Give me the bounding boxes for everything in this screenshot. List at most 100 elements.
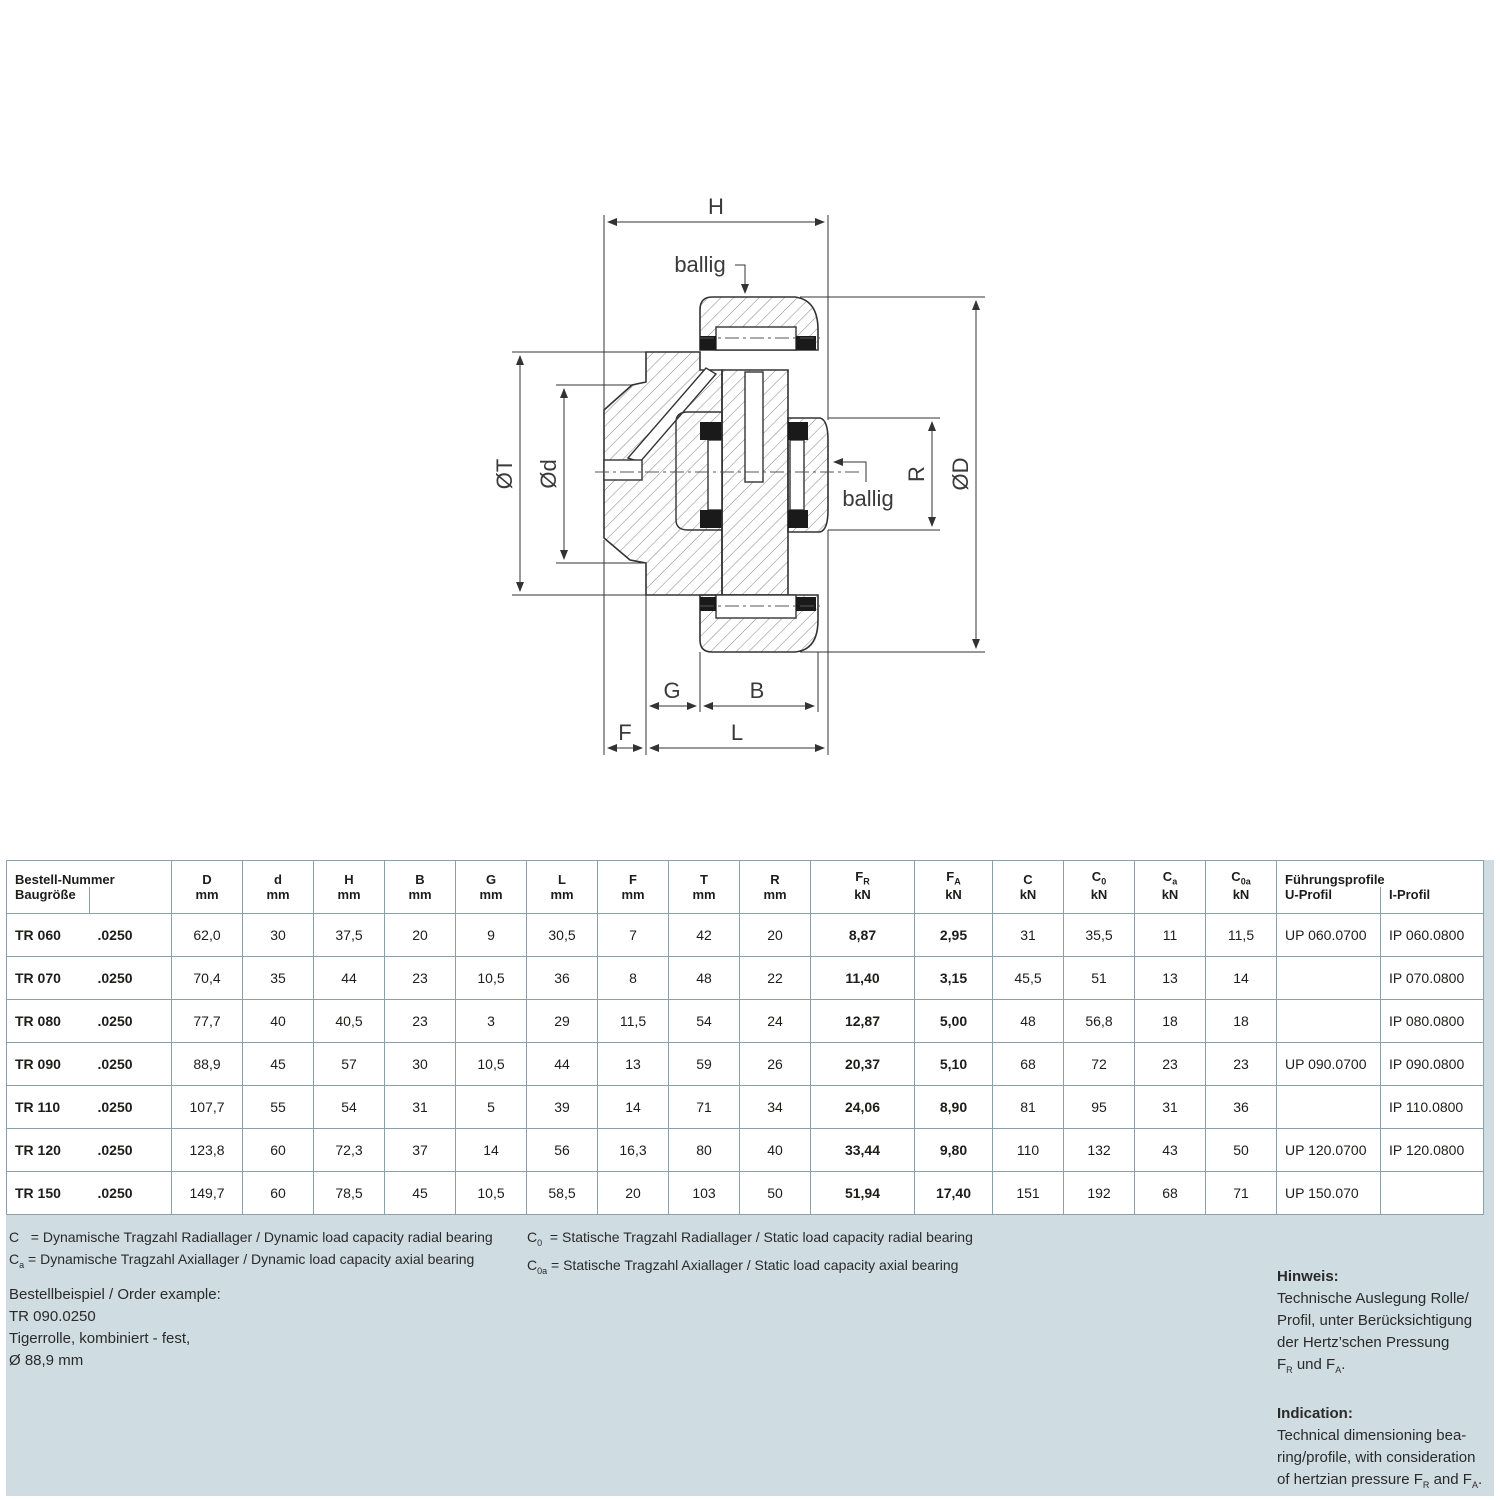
cell-fa: 17,40	[914, 1171, 993, 1215]
header-col-c: C	[992, 860, 1064, 887]
cell-f: 7	[597, 913, 669, 957]
cell-i-profile: IP 060.0800	[1380, 913, 1484, 957]
note-title-en: Indication:	[1277, 1405, 1353, 1422]
cell-g: 14	[455, 1128, 527, 1172]
cell-size: TR 110	[6, 1085, 90, 1129]
cell-d-inner: 45	[242, 1042, 314, 1086]
cell-b: 23	[384, 956, 456, 1000]
cell-l: 56	[526, 1128, 598, 1172]
header-order-number: Bestell-Nummer	[6, 860, 172, 887]
cell-c0: 56,8	[1063, 999, 1135, 1043]
legend-c0a: C0a = Statische Tragzahl Axiallager / St…	[527, 1256, 959, 1276]
cell-d-outer: 88,9	[171, 1042, 243, 1086]
ballig-label-right: ballig	[842, 486, 893, 511]
unit-c0a: kN	[1205, 887, 1277, 914]
unit-ca: kN	[1134, 887, 1206, 914]
note-title-de: Hinweis:	[1277, 1268, 1339, 1285]
cell-suffix: .0250	[89, 1042, 172, 1086]
note-box: Hinweis: Technische Auslegung Rolle/ Pro…	[1277, 1266, 1497, 1496]
cell-i-profile: IP 080.0800	[1380, 999, 1484, 1043]
header-col-l: L	[526, 860, 598, 887]
header-col-b: B	[384, 860, 456, 887]
header-col-fa: FA	[914, 860, 993, 887]
order-example-code: TR 090.0250	[9, 1308, 96, 1325]
unit-fa: kN	[914, 887, 993, 914]
cell-d-outer: 62,0	[171, 913, 243, 957]
cell-l: 44	[526, 1042, 598, 1086]
header-col-t: T	[668, 860, 740, 887]
header-guide-profiles: Führungsprofile	[1276, 860, 1484, 887]
cell-r: 34	[739, 1085, 811, 1129]
note-text-de-3: der Hertz’schen Pressung	[1277, 1334, 1450, 1351]
cell-fa: 9,80	[914, 1128, 993, 1172]
cell-i-profile: IP 110.0800	[1380, 1085, 1484, 1129]
cell-size: TR 080	[6, 999, 90, 1043]
legend-right: C0 = Statische Tragzahl Radiallager / St…	[527, 1226, 973, 1282]
cell-h: 37,5	[313, 913, 385, 957]
cell-h: 72,3	[313, 1128, 385, 1172]
cell-u-profile: UP 150.070	[1276, 1171, 1381, 1215]
cell-h: 78,5	[313, 1171, 385, 1215]
cell-f: 20	[597, 1171, 669, 1215]
cell-t: 71	[668, 1085, 740, 1129]
cell-f: 16,3	[597, 1128, 669, 1172]
cell-t: 48	[668, 956, 740, 1000]
cell-g: 10,5	[455, 1171, 527, 1215]
cell-fr: 51,94	[810, 1171, 915, 1215]
dim-label-h: H	[708, 194, 724, 219]
cell-fr: 24,06	[810, 1085, 915, 1129]
cell-b: 30	[384, 1042, 456, 1086]
cell-fr: 8,87	[810, 913, 915, 957]
header-col-c0: C0	[1063, 860, 1135, 887]
cell-c0a: 50	[1205, 1128, 1277, 1172]
cell-fr: 12,87	[810, 999, 915, 1043]
unit-d-outer: mm	[171, 887, 243, 914]
order-example: Bestellbeispiel / Order example: TR 090.…	[9, 1284, 221, 1372]
order-example-description: Tigerrolle, kombiniert - fest,	[9, 1330, 191, 1347]
cell-d-outer: 107,7	[171, 1085, 243, 1129]
legend-ca: Ca = Dynamische Tragzahl Axiallager / Dy…	[9, 1251, 475, 1270]
unit-d-inner: mm	[242, 887, 314, 914]
cell-fr: 20,37	[810, 1042, 915, 1086]
cell-c0: 95	[1063, 1085, 1135, 1129]
cell-ca: 18	[1134, 999, 1206, 1043]
cell-l: 58,5	[526, 1171, 598, 1215]
note-text-en-3: of hertzian pressure FR and FA.	[1277, 1471, 1483, 1490]
legend-c: C = Dynamische Tragzahl Radiallager / Dy…	[9, 1229, 493, 1245]
cell-suffix: .0250	[89, 1128, 172, 1172]
cell-d-outer: 70,4	[171, 956, 243, 1000]
cell-ca: 23	[1134, 1042, 1206, 1086]
cell-suffix: .0250	[89, 1085, 172, 1129]
cell-b: 23	[384, 999, 456, 1043]
cell-c0: 72	[1063, 1042, 1135, 1086]
cell-d-inner: 35	[242, 956, 314, 1000]
cell-l: 30,5	[526, 913, 598, 957]
cell-ca: 13	[1134, 956, 1206, 1000]
cell-t: 42	[668, 913, 740, 957]
cell-i-profile: IP 070.0800	[1380, 956, 1484, 1000]
cell-size: TR 090	[6, 1042, 90, 1086]
cell-g: 5	[455, 1085, 527, 1129]
note-text-de-4: FR und FA.	[1277, 1356, 1346, 1375]
order-example-diameter: Ø 88,9 mm	[9, 1352, 84, 1369]
dim-label-d-outer: ØD	[948, 458, 973, 491]
cell-i-profile	[1380, 1171, 1484, 1215]
cell-d-inner: 30	[242, 913, 314, 957]
header-i-profile: I-Profil	[1380, 887, 1484, 914]
cell-g: 10,5	[455, 1042, 527, 1086]
cell-suffix: .0250	[89, 999, 172, 1043]
dimension-table: Bestell-Nummer D d H B G L F T R FR FA C…	[6, 860, 1484, 1215]
cell-i-profile: IP 120.0800	[1380, 1128, 1484, 1172]
cell-size: TR 070	[6, 956, 90, 1000]
cell-u-profile	[1276, 956, 1381, 1000]
note-text-de-2: Profil, unter Berücksichtigung	[1277, 1312, 1473, 1329]
cell-c: 48	[992, 999, 1064, 1043]
cell-r: 24	[739, 999, 811, 1043]
cell-u-profile	[1276, 999, 1381, 1043]
cell-fa: 2,95	[914, 913, 993, 957]
cell-c: 81	[992, 1085, 1064, 1129]
